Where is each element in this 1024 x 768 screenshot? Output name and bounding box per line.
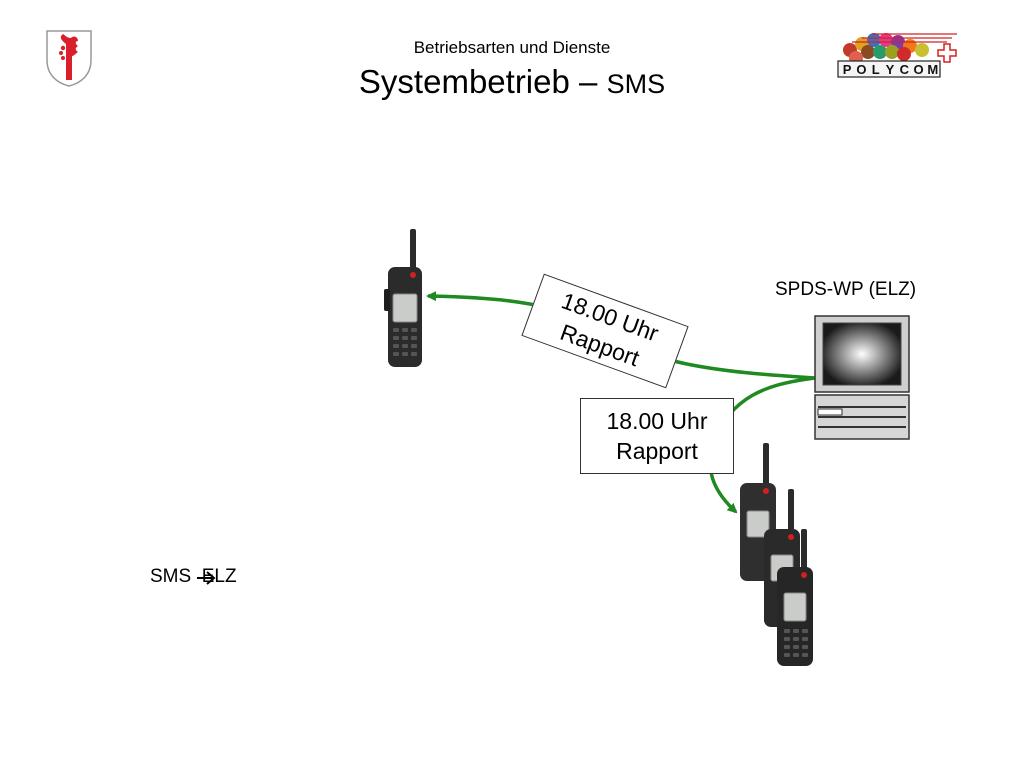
slide-subtitle: Betriebsarten und Dienste bbox=[413, 38, 611, 57]
logo-letter: Y bbox=[886, 62, 895, 77]
slide-title: Systembetrieb – SMS bbox=[0, 60, 1024, 106]
sms-message-upright-line1: 18.00 Uhr bbox=[606, 408, 708, 434]
logo-letter: O bbox=[856, 62, 866, 77]
logo-letter: P bbox=[843, 62, 852, 77]
server-label: SPDS-WP (ELZ) bbox=[775, 279, 917, 300]
sms-message-upright-line2: Rapport bbox=[616, 438, 698, 464]
coat-of-arms-icon bbox=[46, 30, 92, 87]
logo-letter: L bbox=[872, 62, 880, 77]
slide-title-dash: – bbox=[579, 63, 598, 100]
logo-letter: C bbox=[900, 62, 910, 77]
caption: SMS ELZ bbox=[150, 566, 237, 588]
logo-cross-icon bbox=[937, 43, 957, 63]
slide-title-suffix: SMS bbox=[606, 69, 666, 99]
caption-text: SMS ELZ bbox=[150, 566, 237, 587]
radio-group-icon bbox=[740, 443, 813, 666]
logo-letter: O bbox=[914, 62, 924, 77]
arrow-right-icon bbox=[197, 571, 216, 585]
radio-handset-icon bbox=[384, 229, 422, 367]
workstation-icon bbox=[814, 315, 910, 440]
radio-group-front bbox=[777, 529, 813, 666]
logo-lines bbox=[852, 33, 957, 43]
sms-message-upright: 18.00 Uhr Rapport bbox=[580, 398, 734, 474]
slide-title-main: Systembetrieb bbox=[358, 63, 570, 100]
logo-letter: M bbox=[927, 62, 938, 77]
